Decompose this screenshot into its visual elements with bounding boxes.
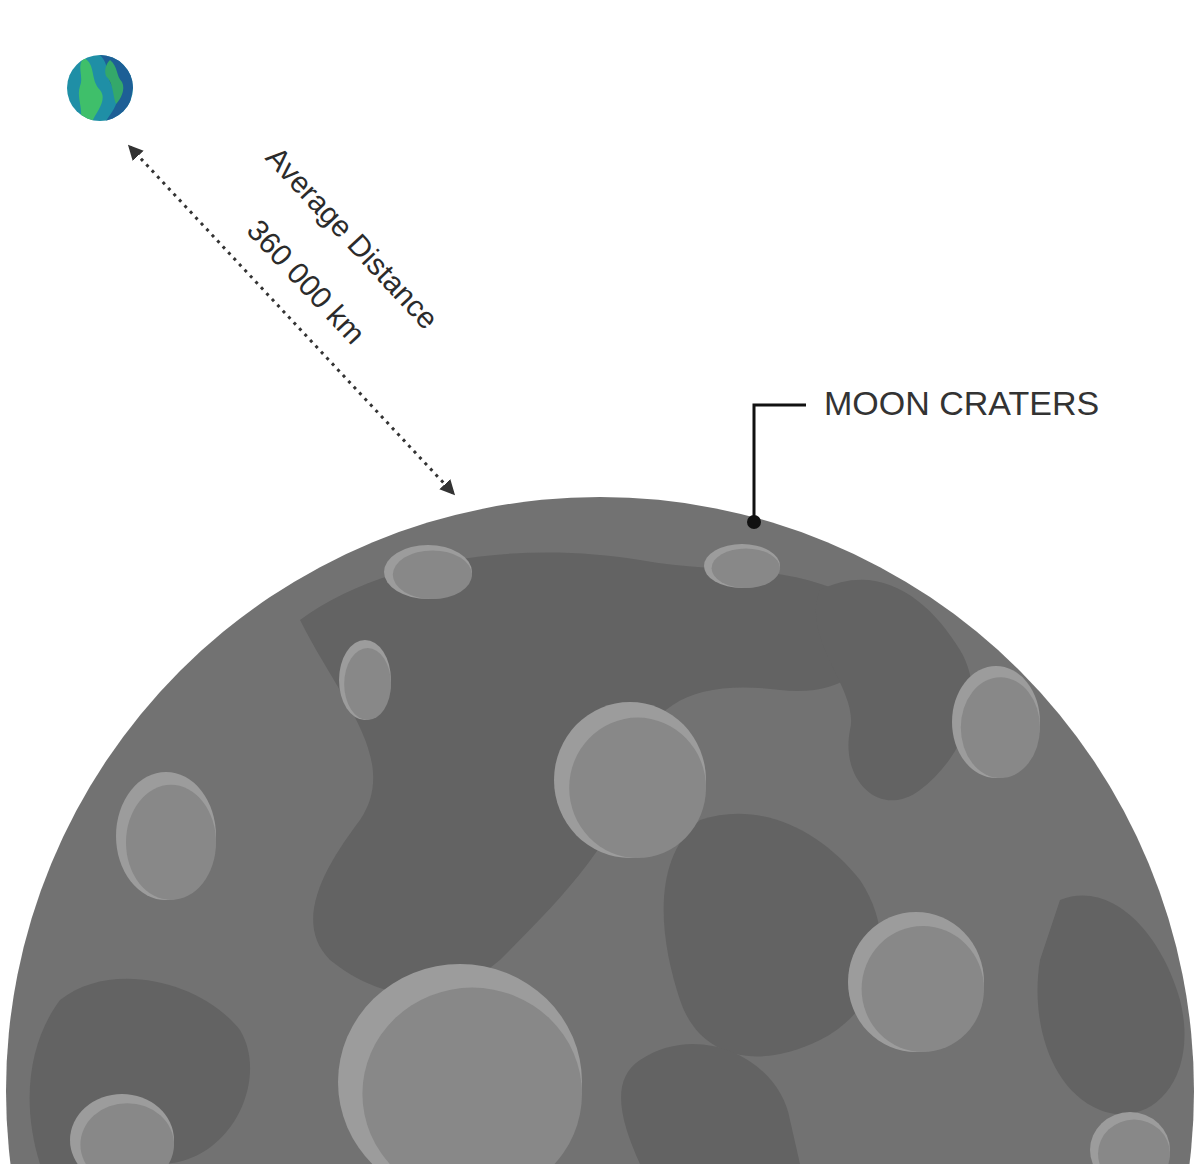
- crater-rim: [384, 545, 472, 599]
- crater-floor: [80, 1103, 174, 1164]
- leader-dot: [747, 515, 761, 529]
- moon-crater: [116, 772, 216, 900]
- crater-rim: [554, 702, 706, 858]
- moon-crater: [339, 640, 391, 720]
- leader-line: [754, 405, 806, 522]
- moon-crater: [384, 545, 472, 599]
- distance-arrow: [130, 147, 453, 493]
- moon-crater: [952, 666, 1040, 778]
- crater-floor: [344, 648, 391, 720]
- moon-mare: [1038, 896, 1185, 1115]
- moon-mare: [621, 1044, 800, 1164]
- crater-rim: [70, 1094, 174, 1164]
- moon-body: [6, 497, 1194, 1164]
- crater-floor: [362, 988, 582, 1164]
- crater-rim: [704, 544, 780, 588]
- callout-label: MOON CRATERS: [824, 386, 1099, 420]
- moon-crater: [704, 544, 780, 588]
- moon-mare: [664, 814, 881, 1057]
- crater-rim: [952, 666, 1040, 778]
- moon-mare: [816, 580, 972, 801]
- moon-crater: [1090, 1112, 1170, 1164]
- crater-floor: [126, 785, 216, 900]
- crater-floor: [712, 548, 780, 588]
- moon-crater: [848, 912, 984, 1052]
- moon-crater: [338, 964, 582, 1164]
- crater-floor: [393, 550, 472, 599]
- moon-crater: [554, 702, 706, 858]
- earth-globe: [67, 52, 140, 124]
- crater-rim: [1090, 1112, 1170, 1164]
- distance-label: Average Distance: [260, 141, 443, 334]
- crater-floor: [569, 718, 706, 858]
- crater-rim: [338, 964, 582, 1164]
- crater-floor: [1098, 1120, 1170, 1164]
- earth-land: [105, 60, 123, 104]
- crater-rim: [848, 912, 984, 1052]
- earth-land: [79, 58, 103, 122]
- crater-rim: [339, 640, 391, 720]
- moon-crater: [70, 1094, 174, 1164]
- earth-shade: [96, 52, 140, 124]
- moon-disc: [6, 497, 1194, 1164]
- crater-floor: [961, 677, 1040, 778]
- crater-rim: [116, 772, 216, 900]
- crater-floor: [862, 926, 984, 1052]
